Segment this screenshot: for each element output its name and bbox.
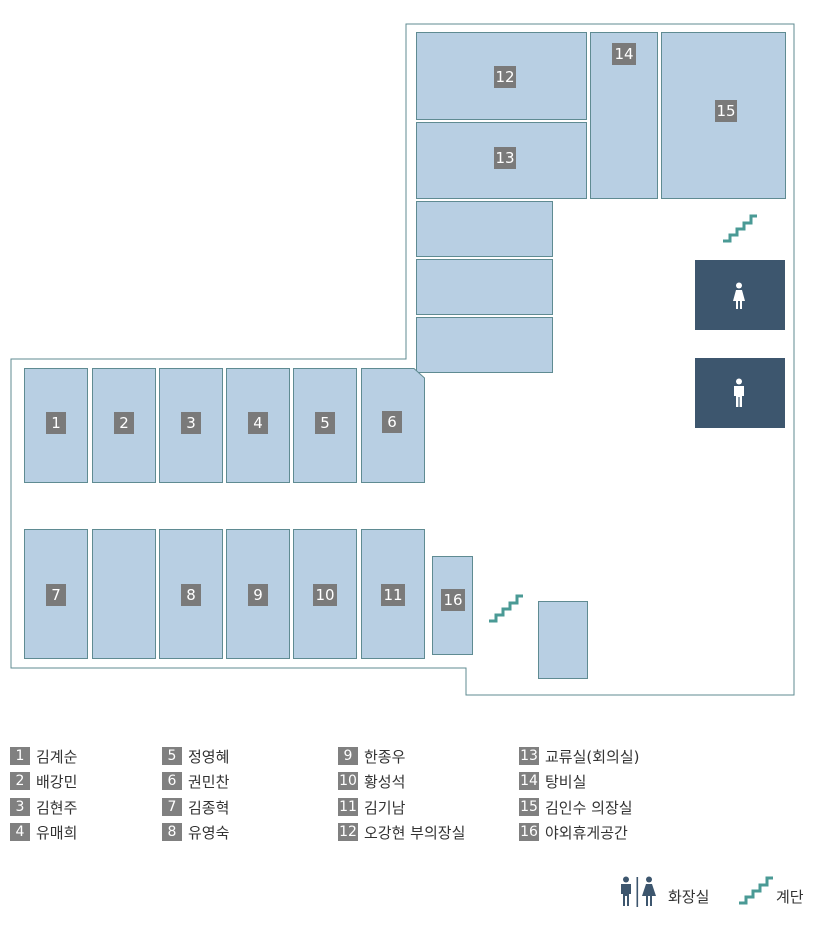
room-1[interactable]: 1: [24, 368, 88, 483]
legend-item: 2 배강민: [10, 771, 77, 791]
legend-name: 김계순: [36, 747, 78, 766]
floor-outline: [10, 23, 795, 696]
room-7-label: 7: [46, 584, 66, 606]
stairs-icon: [739, 876, 773, 905]
room-4[interactable]: 4: [226, 368, 290, 483]
legend-name: 김현주: [36, 798, 78, 817]
legend-num: 4: [10, 823, 30, 841]
legend-num: 13: [519, 747, 539, 765]
legend-num: 11: [338, 798, 358, 816]
room-3-label: 3: [181, 412, 201, 434]
legend-num: 5: [162, 747, 182, 765]
legend-num: 14: [519, 772, 539, 790]
legend-num: 16: [519, 823, 539, 841]
legend-num: 15: [519, 798, 539, 816]
room-2[interactable]: 2: [92, 368, 156, 483]
room-13-label: 13: [494, 147, 516, 169]
legend-item: 14 탕비실: [519, 771, 586, 791]
room-unlabeled-d[interactable]: [92, 529, 156, 659]
restroom-female[interactable]: [695, 260, 785, 330]
legend-item: 9 한종우: [338, 746, 405, 766]
stairs-key-label: 계단: [776, 888, 804, 906]
room-5[interactable]: 5: [293, 368, 357, 483]
restroom-icon: [621, 876, 656, 907]
legend-name: 정영혜: [188, 747, 230, 766]
legend-name: 오강현 부의장실: [364, 823, 466, 842]
room-2-label: 2: [114, 412, 134, 434]
legend-item: 13 교류실(회의실): [519, 746, 640, 766]
room-13[interactable]: 13: [416, 122, 587, 199]
legend-num: 12: [338, 823, 358, 841]
legend-name: 김종혁: [188, 798, 230, 817]
room-15-label: 15: [715, 100, 737, 122]
legend-name: 황성석: [364, 772, 406, 791]
room-8-label: 8: [181, 584, 201, 606]
legend-name: 배강민: [36, 772, 78, 791]
room-7[interactable]: 7: [24, 529, 88, 659]
room-5-label: 5: [315, 412, 335, 434]
room-15[interactable]: 15: [661, 32, 786, 199]
floor-plan: 12 13 14 15 1 2 3 4 5: [10, 23, 795, 696]
room-unlabeled-b[interactable]: [416, 259, 553, 315]
legend-item: 16 야외휴게공간: [519, 822, 628, 842]
room-8[interactable]: 8: [159, 529, 223, 659]
room-9[interactable]: 9: [226, 529, 290, 659]
room-16[interactable]: 16: [432, 556, 473, 655]
legend-item: 11 김기남: [338, 797, 405, 817]
legend-name: 김인수 의장실: [545, 798, 633, 817]
stairs-icon: [489, 594, 523, 623]
room-1-label: 1: [46, 412, 66, 434]
room-9-label: 9: [248, 584, 268, 606]
legend-item: 15 김인수 의장실: [519, 797, 633, 817]
room-unlabeled-c[interactable]: [416, 317, 553, 373]
legend-name: 한종우: [364, 747, 406, 766]
room-14-label: 14: [612, 43, 636, 65]
legend-num: 8: [162, 823, 182, 841]
restroom-key-label: 화장실: [668, 888, 710, 906]
legend-item: 6 권민찬: [162, 771, 229, 791]
restroom-female-icon: [733, 282, 745, 309]
room-16-label: 16: [441, 589, 465, 611]
legend-num: 7: [162, 798, 182, 816]
room-12[interactable]: 12: [416, 32, 587, 120]
legend-item: 1 김계순: [10, 746, 77, 766]
restroom-male-icon: [734, 378, 744, 407]
room-4-label: 4: [248, 412, 268, 434]
legend-num: 2: [10, 772, 30, 790]
legend-item: 4 유매희: [10, 822, 77, 842]
legend-num: 6: [162, 772, 182, 790]
legend-name: 야외휴게공간: [545, 823, 628, 842]
legend-item: 8 유영숙: [162, 822, 229, 842]
stairs-icon: [723, 214, 757, 243]
legend-item: 10 황성석: [338, 771, 405, 791]
room-12-label: 12: [494, 66, 516, 88]
legend-name: 김기남: [364, 798, 406, 817]
room-10[interactable]: 10: [293, 529, 357, 659]
legend-item: 3 김현주: [10, 797, 77, 817]
room-14[interactable]: 14: [590, 32, 658, 199]
room-unlabeled-a[interactable]: [416, 201, 553, 257]
legend-num: 9: [338, 747, 358, 765]
legend-num: 10: [338, 772, 358, 790]
legend-name: 유매희: [36, 823, 78, 842]
legend-name: 탕비실: [545, 772, 587, 791]
legend-item: 5 정영혜: [162, 746, 229, 766]
room-11-label: 11: [381, 584, 405, 606]
room-10-label: 10: [313, 584, 337, 606]
legend-item: 7 김종혁: [162, 797, 229, 817]
restroom-male[interactable]: [695, 358, 785, 428]
legend-item: 12 오강현 부의장실: [338, 822, 465, 842]
legend-num: 1: [10, 747, 30, 765]
room-unlabeled-e[interactable]: [538, 601, 588, 679]
legend-name: 권민찬: [188, 772, 230, 791]
legend-name: 유영숙: [188, 823, 230, 842]
legend-name: 교류실(회의실): [545, 747, 640, 766]
room-3[interactable]: 3: [159, 368, 223, 483]
legend-num: 3: [10, 798, 30, 816]
room-11[interactable]: 11: [361, 529, 425, 659]
room-6-label: 6: [382, 411, 402, 433]
